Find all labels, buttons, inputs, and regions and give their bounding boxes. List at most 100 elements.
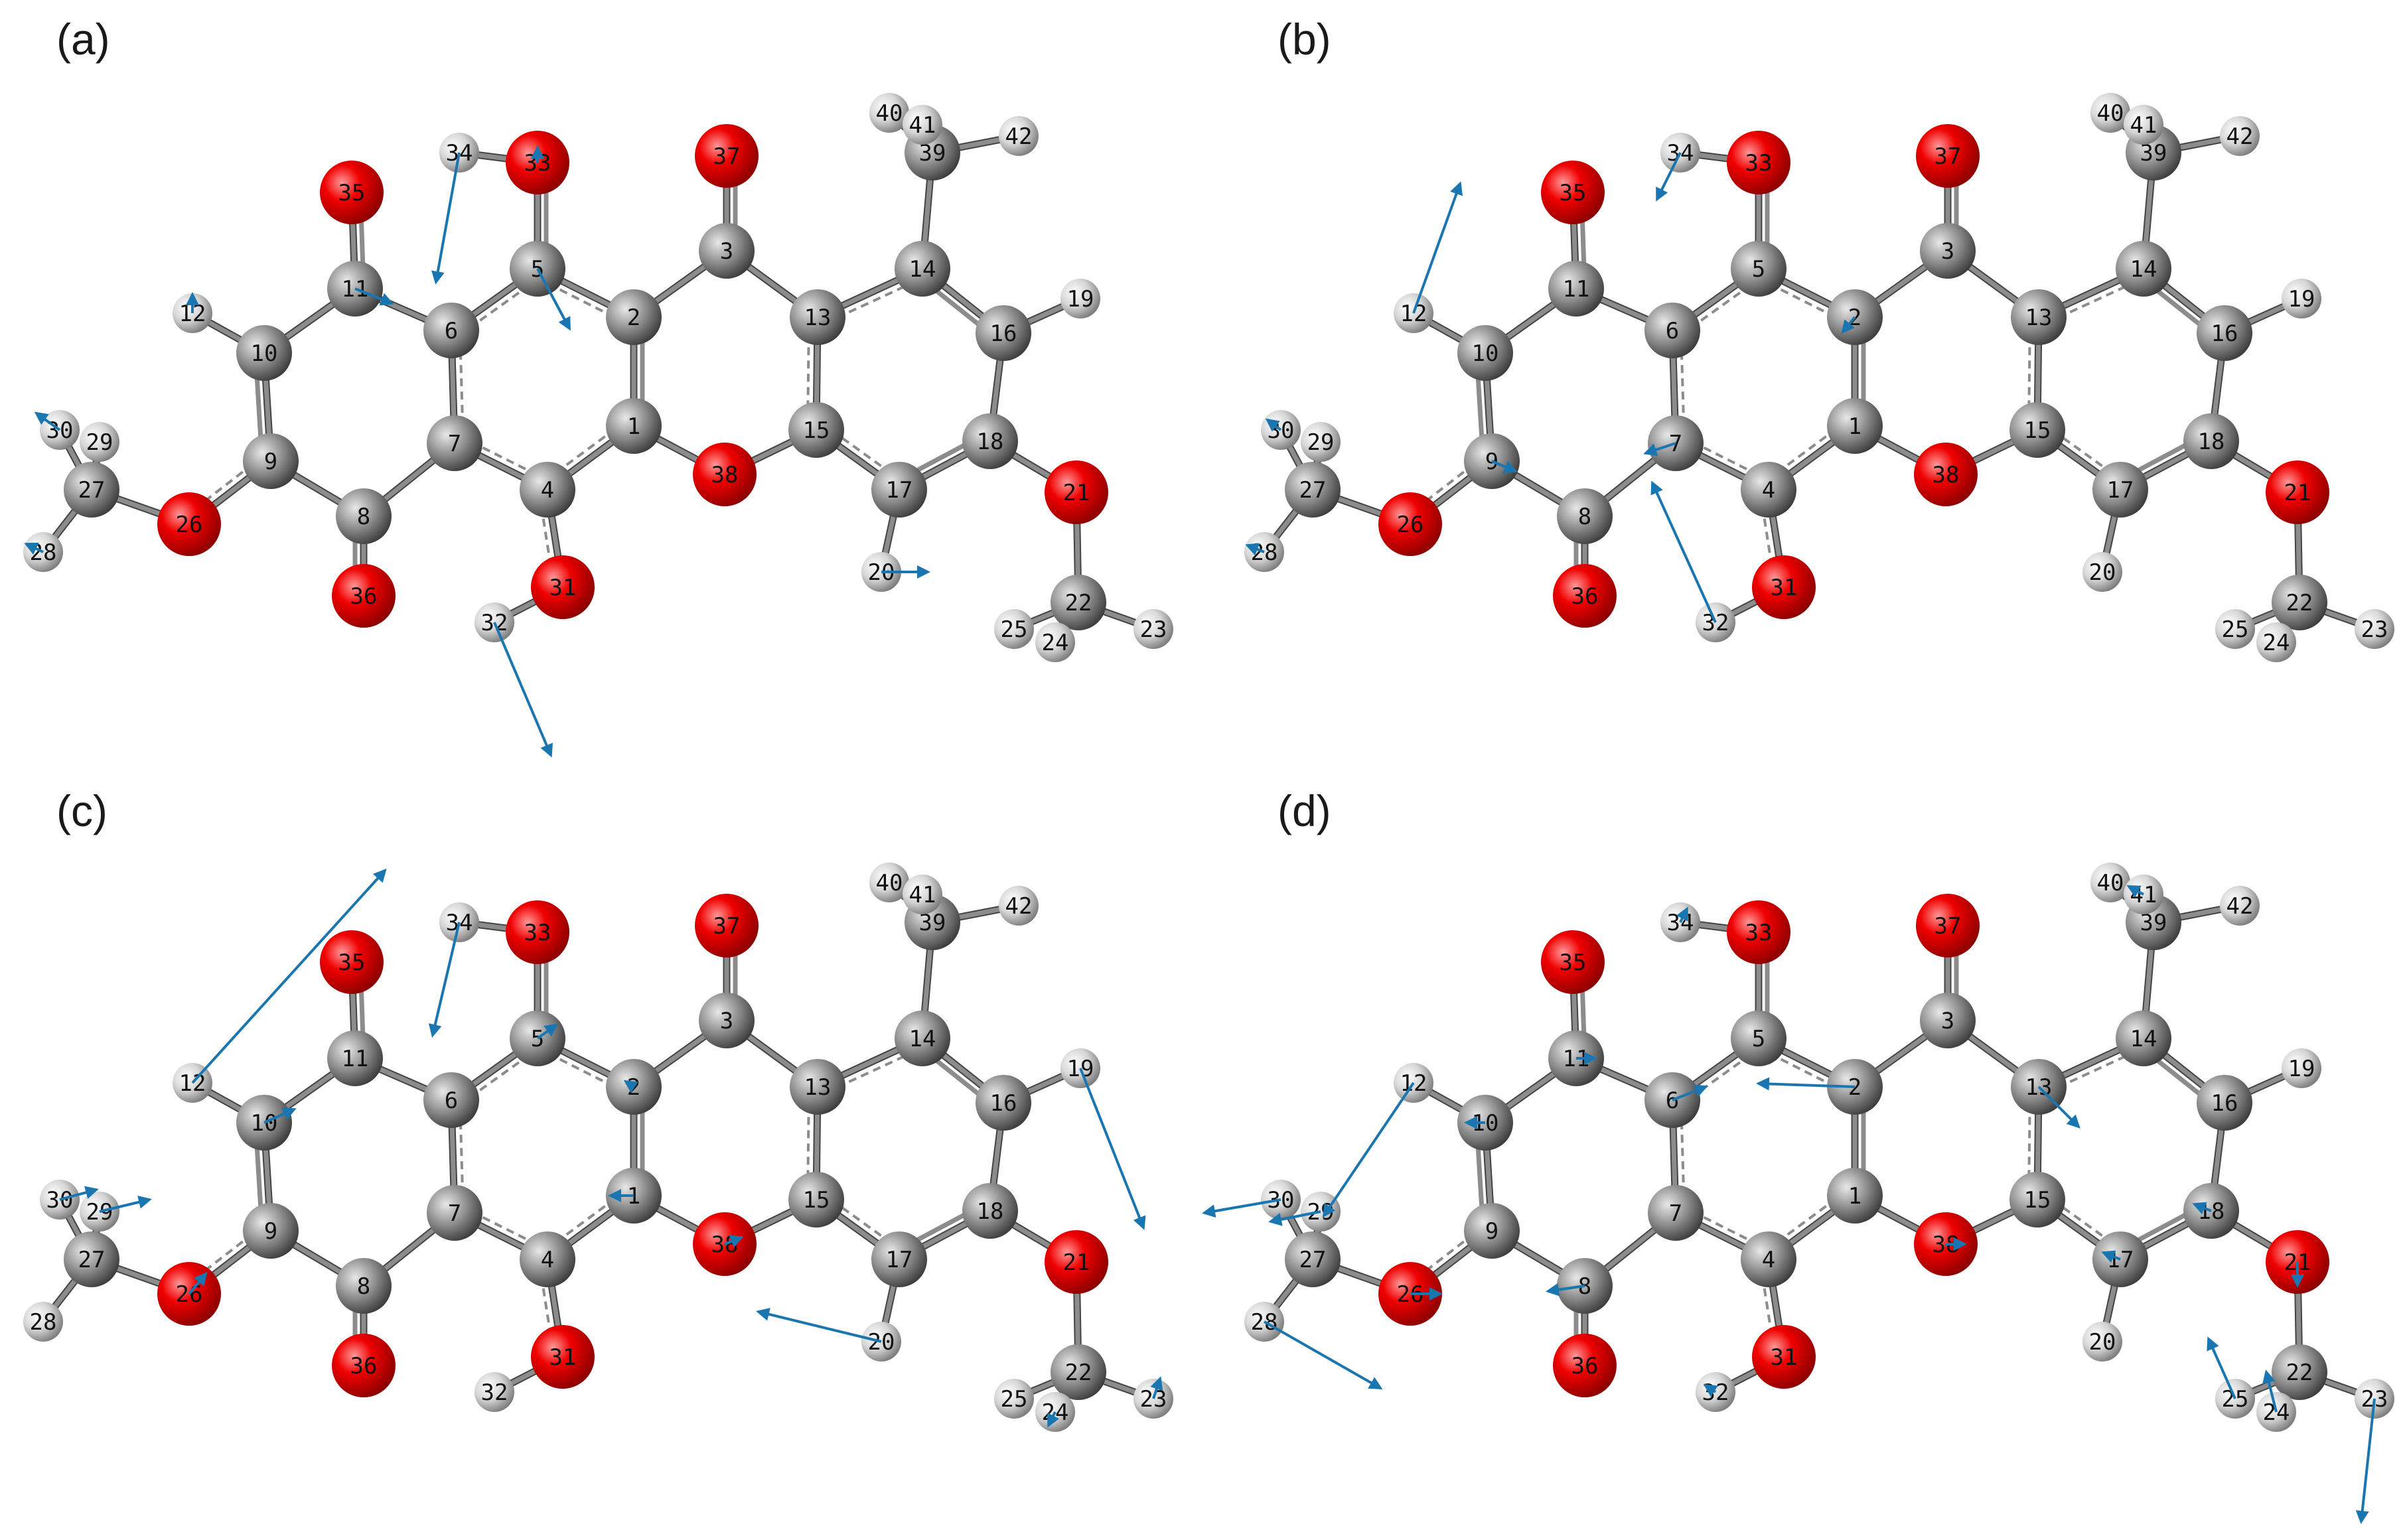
- atom-label-41: 41: [909, 882, 936, 908]
- atom-label-40: 40: [2097, 870, 2124, 896]
- bond-6-5-second: [468, 1053, 531, 1099]
- atom-label-20: 20: [868, 1329, 895, 1356]
- displacement-vector-2: [623, 1080, 638, 1093]
- atom-38-oxygen: [1914, 443, 1978, 506]
- atom-42-hydrogen: [2220, 116, 2260, 156]
- atom-label-17: 17: [2107, 1247, 2134, 1273]
- atom-37-oxygen: [695, 124, 759, 188]
- atom-22-carbon: [2272, 575, 2327, 630]
- displacement-vector-19: [1079, 1068, 1146, 1230]
- bond-13-14-second: [2057, 1052, 2132, 1089]
- atom-38-oxygen: [693, 443, 757, 506]
- atom-5-carbon: [1731, 241, 1786, 297]
- atom-16-carbon: [2197, 1075, 2252, 1131]
- atom-label-17: 17: [886, 1247, 913, 1273]
- atom-label-12: 12: [1400, 301, 1427, 327]
- bond-17-15-second: [2054, 431, 2114, 475]
- atom-5-carbon: [1731, 1011, 1786, 1066]
- panel-label-d: (d): [1277, 786, 1331, 835]
- atom-label-28: 28: [30, 539, 57, 566]
- atom-22-carbon: [1051, 575, 1106, 630]
- atom-label-3: 3: [1941, 1008, 1954, 1034]
- atom-label-7: 7: [448, 431, 461, 457]
- atom-label-4: 4: [541, 477, 554, 504]
- displacement-vector-29: [1268, 1210, 1321, 1226]
- atom-8-carbon: [336, 1258, 392, 1314]
- atom-19-hydrogen: [2282, 279, 2321, 318]
- atom-label-18: 18: [2198, 429, 2225, 455]
- atom-label-20: 20: [2089, 1329, 2116, 1356]
- atom-label-10: 10: [1472, 340, 1499, 367]
- atom-26-oxygen: [1378, 492, 1442, 556]
- displacement-vector-32: [493, 622, 553, 758]
- displacement-vector-24: [1047, 1411, 1060, 1428]
- atom-41-hydrogen: [2124, 105, 2163, 145]
- displacement-vector-12: [1412, 181, 1463, 314]
- atom-label-4: 4: [1762, 1247, 1775, 1273]
- bond-4-7-second: [1692, 1211, 1759, 1246]
- bond-7-6-second: [1680, 347, 1686, 427]
- bond-7-6-second: [459, 1117, 465, 1196]
- atom-label-19: 19: [2288, 1056, 2315, 1082]
- atom-label-36: 36: [1571, 1353, 1599, 1379]
- bond-13-14-second: [836, 1052, 911, 1089]
- atom-14-carbon: [895, 1011, 950, 1066]
- atom-label-14: 14: [2130, 256, 2157, 283]
- atom-31-oxygen: [1752, 555, 1816, 619]
- atom-35-oxygen: [320, 161, 384, 224]
- atom-15-carbon: [2009, 402, 2065, 458]
- atom-label-36: 36: [350, 583, 378, 610]
- bond-10-9-second: [1475, 1137, 1485, 1218]
- atom-29-hydrogen: [1301, 422, 1341, 462]
- displacement-vector-41: [2126, 885, 2144, 898]
- atom-1-carbon: [1827, 398, 1883, 454]
- displacement-vector-26: [188, 1271, 208, 1295]
- atom-label-35: 35: [1560, 180, 1587, 206]
- atom-37-oxygen: [695, 894, 759, 957]
- atom-2-carbon: [606, 289, 662, 345]
- atom-label-26: 26: [176, 512, 203, 538]
- bond-4-7-second: [1692, 441, 1759, 476]
- atom-label-29: 29: [86, 429, 113, 456]
- bond-6-5-second: [1689, 283, 1752, 330]
- atom-label-8: 8: [1578, 504, 1591, 530]
- atom-27-carbon: [1285, 1231, 1341, 1287]
- atom-label-25: 25: [2222, 1386, 2249, 1413]
- atom-label-22: 22: [2286, 1360, 2313, 1386]
- displacement-vector-23: [2355, 1398, 2376, 1524]
- atom-label-1: 1: [1848, 1183, 1861, 1210]
- atom-16-carbon: [976, 305, 1031, 361]
- atom-label-29: 29: [86, 1199, 113, 1225]
- bond-1-4-second: [1775, 427, 1838, 474]
- atom-label-21: 21: [1063, 480, 1090, 506]
- atom-label-36: 36: [1571, 583, 1599, 610]
- atom-1-carbon: [606, 398, 662, 454]
- panel-label-c: (c): [56, 786, 108, 835]
- displacement-vector-34: [1656, 152, 1682, 202]
- atom-label-25: 25: [2222, 616, 2249, 643]
- atom-35-oxygen: [1541, 161, 1605, 224]
- atom-14-carbon: [2116, 1011, 2171, 1066]
- atom-label-6: 6: [1666, 318, 1679, 344]
- atom-36-oxygen: [332, 564, 396, 628]
- atom-6-carbon: [1644, 303, 1700, 358]
- atom-label-21: 21: [1063, 1249, 1090, 1276]
- atom-label-32: 32: [1702, 610, 1729, 636]
- bond-4-7-second: [471, 1211, 538, 1246]
- atom-31-oxygen: [531, 1325, 595, 1389]
- atom-label-7: 7: [1669, 1200, 1682, 1227]
- displacement-vector-12: [1322, 1082, 1415, 1218]
- atom-label-41: 41: [909, 112, 936, 139]
- atom-label-13: 13: [804, 1074, 832, 1101]
- displacement-vector-5: [536, 1023, 559, 1040]
- atom-27-carbon: [64, 1231, 119, 1287]
- displacement-vector-13: [2037, 1085, 2080, 1129]
- bond-13-14-second: [836, 282, 911, 319]
- atom-41-hydrogen: [903, 105, 942, 145]
- atom-41-hydrogen: [903, 875, 942, 914]
- atom-31-oxygen: [531, 555, 595, 619]
- atom-label-42: 42: [1005, 893, 1033, 920]
